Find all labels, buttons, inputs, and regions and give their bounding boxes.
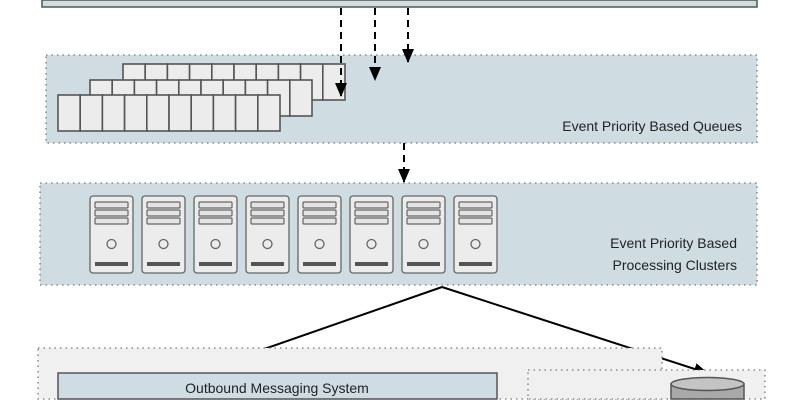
queue-rows [57, 63, 346, 132]
clusters-label-line1: Event Priority Based [610, 235, 737, 251]
server-icon [297, 195, 342, 274]
queue-cell [168, 94, 193, 132]
clusters-label-line2: Processing Clusters [613, 257, 738, 273]
queue-cell [101, 94, 126, 132]
database-icon [670, 376, 745, 400]
server-icon [245, 195, 290, 274]
source-system-box [41, 0, 758, 8]
queue-cell [146, 94, 170, 132]
outbound-label: Outbound Messaging System [185, 380, 369, 396]
server-icon [401, 195, 446, 274]
queue-cell [234, 94, 259, 132]
outbound-messaging-box [57, 372, 498, 400]
queue-cell [123, 94, 148, 132]
queue-cell [79, 94, 104, 132]
server-icon [349, 195, 394, 274]
server-icon [453, 195, 498, 274]
server-icon [89, 195, 134, 274]
server-icon [193, 195, 238, 274]
queue-cell [288, 79, 313, 117]
queue-cell [256, 94, 281, 132]
queue-cell [57, 94, 82, 132]
queues-label: Event Priority Based Queues [562, 118, 742, 134]
queue-row [57, 94, 281, 132]
servers [89, 195, 498, 274]
arrow-to-database [441, 286, 708, 375]
queue-cell [190, 94, 215, 132]
queue-cell [212, 94, 237, 132]
server-icon [141, 195, 186, 274]
